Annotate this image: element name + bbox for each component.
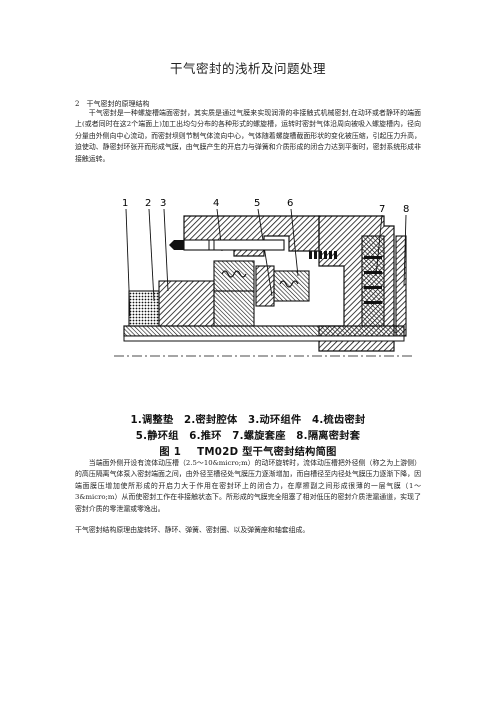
callout-8: 8 [403, 204, 409, 215]
section-heading: 2 干气密封的原理结构 [75, 100, 150, 108]
figure-title: TM02D 型干气密封结构简图 [197, 447, 337, 458]
paragraph-structure: 干气密封结构原理由旋转环、静环、弹簧、密封圈、以及弹簧座和轴套组成。 [75, 526, 310, 534]
callout-1: 1 [122, 198, 128, 209]
callout-2: 2 [145, 198, 151, 209]
callout-7: 7 [379, 204, 385, 215]
callout-5: 5 [254, 198, 260, 209]
figure-label: 图 1 [159, 447, 182, 458]
paragraph-principle: 干气密封是一种螺旋槽端面密封，其实质是通过气膜来实现润滑的非接触式机械密封,在动… [75, 109, 421, 163]
figure-legend-line-2: 5.静环组 6.推环 7.螺旋套座 8.隔离密封套 [135, 431, 361, 442]
figure-legend-line-1: 1.调整垫 2.密封腔体 3.动环组件 4.梳齿密封 [130, 415, 366, 426]
callout-6: 6 [287, 198, 293, 209]
paragraph-operation: 当端面外侧开设有流体动压槽（2.5～10&micro;m）的动环旋转时，流体动压… [75, 459, 421, 513]
seal-structure-diagram: 1 2 3 4 5 6 7 8 [114, 198, 414, 357]
callout-3: 3 [160, 198, 166, 209]
figure-caption: 图 1 TM02D 型干气密封结构简图 [0, 443, 496, 458]
callout-4: 4 [213, 198, 219, 209]
page-title: 干气密封的浅析及问题处理 [169, 61, 326, 76]
